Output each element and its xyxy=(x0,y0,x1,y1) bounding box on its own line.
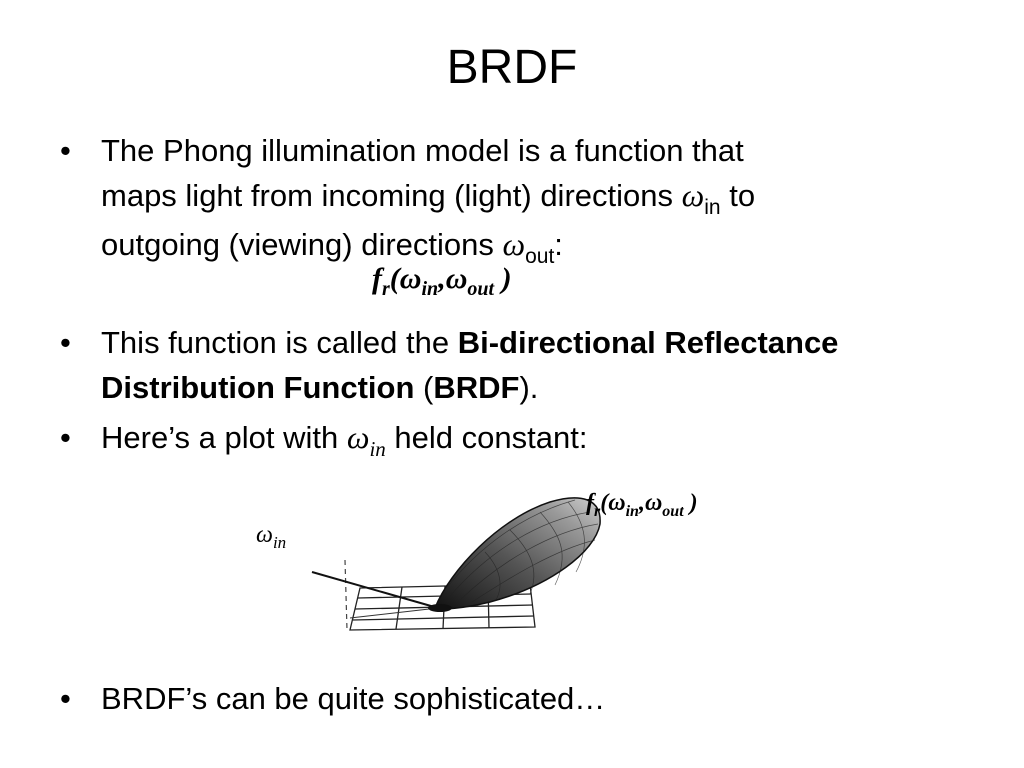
bullet-dot: • xyxy=(60,420,71,455)
b1-line3: outgoing (viewing) directions ωout: xyxy=(101,222,961,271)
omega-out-sub: out xyxy=(525,245,555,268)
omega-out-symbol: ω xyxy=(502,226,526,262)
b2-prefix: This function is called the xyxy=(101,325,450,360)
brdf-lobe xyxy=(428,497,601,612)
formula-open: ( xyxy=(389,262,400,295)
formula-out: out xyxy=(467,278,495,300)
plot-f: f xyxy=(586,490,594,516)
plot-omega1: ω xyxy=(608,490,626,516)
bullet-dot: • xyxy=(60,133,71,168)
b3-suffix: held constant: xyxy=(394,420,588,455)
plot-in: in xyxy=(625,503,639,520)
formula-omega2: ω xyxy=(445,262,468,295)
b1-line2: maps light from incoming (light) directi… xyxy=(101,173,961,222)
bullet-dot: • xyxy=(60,681,71,716)
b2-abbrev: BRDF xyxy=(433,370,520,405)
slide-title: BRDF xyxy=(446,41,578,94)
b2-paren-close: ). xyxy=(519,370,539,405)
b1-line1: The Phong illumination model is a functi… xyxy=(101,133,744,168)
plot-comma: , xyxy=(638,490,645,516)
b1-line2-to: to xyxy=(729,178,756,213)
formula-in: in xyxy=(421,278,439,300)
plot-win-symbol: ω xyxy=(256,522,273,548)
b1-line3-text: outgoing (viewing) directions xyxy=(101,227,494,262)
b3-sub: in xyxy=(369,437,386,461)
bullet-text: This function is called the Bi-direction… xyxy=(101,320,961,410)
bullet-text: BRDF’s can be quite sophisticated… xyxy=(101,681,606,716)
b1-line2-text: maps light from incoming (light) directi… xyxy=(101,178,673,213)
plot-omega-in-label: ωin xyxy=(256,522,287,552)
incoming-ray xyxy=(311,571,439,609)
formula-close: ) xyxy=(501,262,512,295)
formula-f: f xyxy=(372,262,382,295)
b3-omega: ω xyxy=(346,419,370,455)
plot-r: r xyxy=(594,503,601,520)
formula-comma: , xyxy=(438,262,446,295)
plot-omega2: ω xyxy=(644,490,663,516)
brdf-lobe-plot xyxy=(311,497,601,631)
b2-paren-open: ( xyxy=(423,370,434,405)
b3-prefix: Here’s a plot with xyxy=(101,420,339,455)
bullet-text: The Phong illumination model is a functi… xyxy=(101,128,961,271)
b2-bold-name: Bi-directional Reflectance Distribution … xyxy=(101,325,839,405)
omega-in-sub: in xyxy=(704,196,721,219)
brdf-formula: fr(ωin,ωout ) xyxy=(372,262,512,300)
plot-win-sub: in xyxy=(272,533,287,552)
plot-close: ) xyxy=(689,490,698,516)
plot-open: ( xyxy=(600,490,609,516)
formula-omega1: ω xyxy=(399,262,422,295)
bullet-text: Here’s a plot with ωin held constant: xyxy=(101,415,961,464)
omega-in-symbol: ω xyxy=(681,177,705,213)
plot-out: out xyxy=(662,503,684,520)
dashed-axis xyxy=(344,559,348,631)
plot-formula-label: fr(ωin,ωout ) xyxy=(586,490,698,520)
incoming-ray-shadow xyxy=(349,607,439,619)
formula-r: r xyxy=(382,278,390,300)
bullet-dot: • xyxy=(60,325,71,360)
b1-line3-colon: : xyxy=(554,227,563,262)
